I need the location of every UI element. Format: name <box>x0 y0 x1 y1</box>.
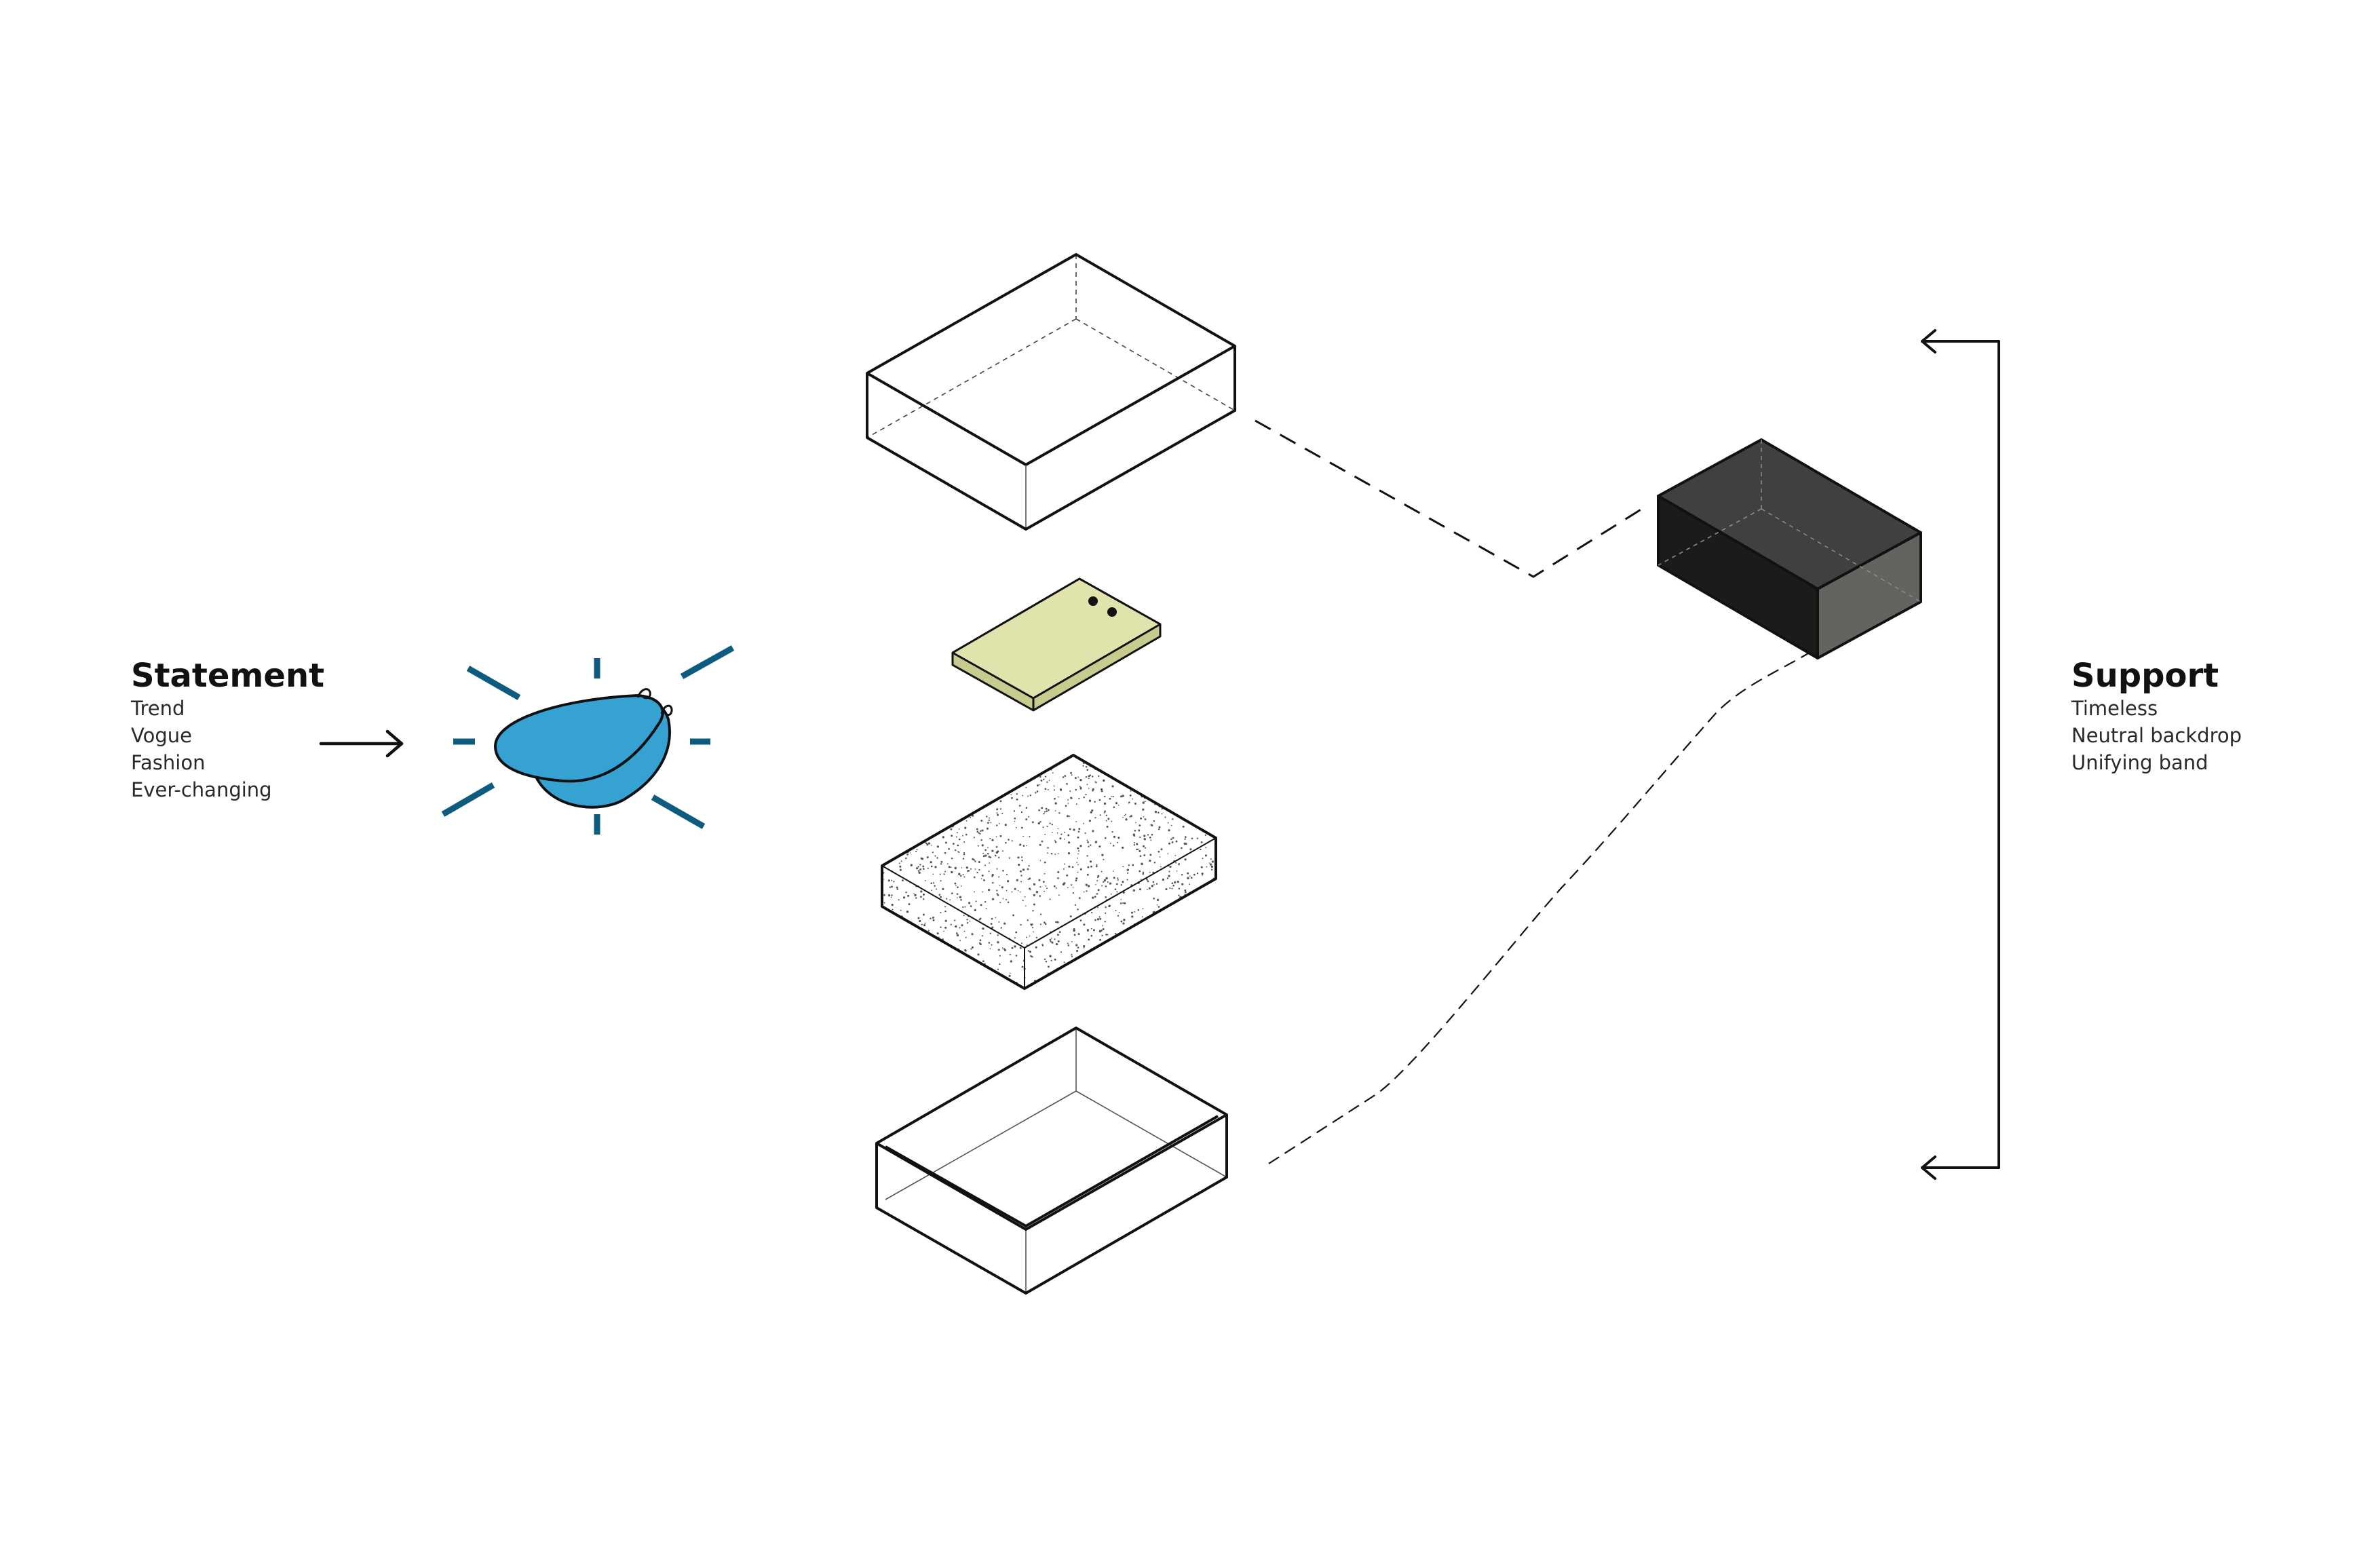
arrow-right-icon <box>319 729 404 758</box>
box-base <box>875 1027 1228 1295</box>
connector-lines-lower <box>1268 651 1812 1164</box>
statement-line: Vogue <box>131 724 192 747</box>
statement-label: Statement Trend Vogue Fashion Ever-chang… <box>131 657 324 803</box>
arrow-up-left-icon <box>1921 329 1936 353</box>
box-lid <box>866 253 1236 531</box>
dark-band-box <box>1657 438 1922 659</box>
statement-title: Statement <box>131 657 325 695</box>
support-line: Unifying band <box>2071 751 2208 774</box>
earring-hooks <box>636 688 673 716</box>
connector-lines <box>1255 419 1643 578</box>
statement-line: Fashion <box>131 751 206 774</box>
support-title: Support <box>2071 657 2219 695</box>
statement-line: Ever-changing <box>131 778 272 801</box>
earring-icon <box>441 645 735 835</box>
inner-tray <box>951 577 1162 712</box>
earring-front <box>493 693 664 783</box>
shine-rays <box>441 645 735 835</box>
support-bracket <box>1921 329 2000 1180</box>
support-line: Timeless <box>2071 697 2158 720</box>
statement-line: Trend <box>131 697 185 720</box>
support-label: Support Timeless Neutral backdrop Unifyi… <box>2071 657 2242 776</box>
arrow-down-left-icon <box>1921 1155 1936 1180</box>
support-line: Neutral backdrop <box>2071 724 2242 747</box>
foam-insert <box>881 754 1217 990</box>
